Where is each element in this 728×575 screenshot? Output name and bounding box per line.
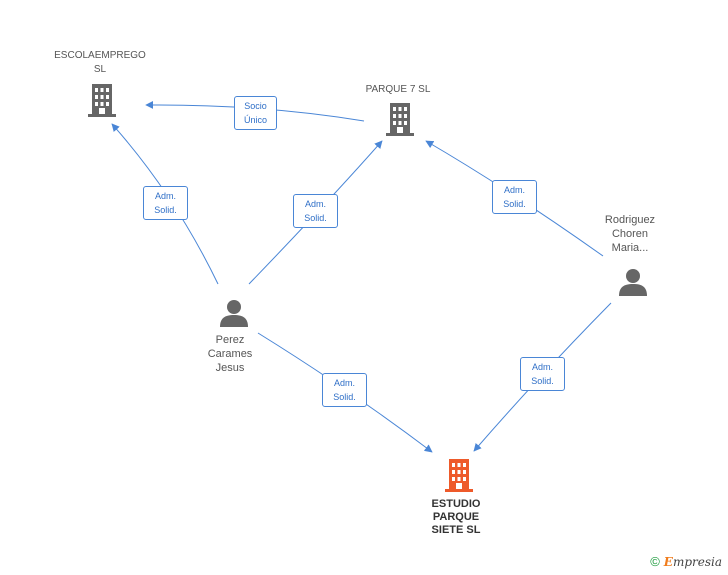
- rodriguez-label[interactable]: Rodriguez Choren Maria...: [604, 214, 656, 254]
- empresia-logo[interactable]: Empresia: [663, 554, 722, 569]
- parque7-building-icon[interactable]: [384, 103, 416, 142]
- copyright-footer: © Empresia: [650, 554, 722, 569]
- perez-person-icon[interactable]: [219, 298, 249, 333]
- edge-label-adm-solid: Adm. Solid.: [143, 186, 188, 220]
- parque7-label[interactable]: PARQUE 7 SL: [365, 84, 431, 95]
- escolaemprego-building-icon[interactable]: [86, 84, 118, 123]
- perez-label[interactable]: Perez Carames Jesus: [207, 334, 253, 374]
- escolaemprego-label[interactable]: ESCOLAEMPREGO SL: [54, 50, 146, 75]
- edge-label-adm-solid: Adm. Solid.: [520, 357, 565, 391]
- edge-label-adm-solid: Adm. Solid.: [492, 180, 537, 214]
- edge-label-socio-unico: Socio Único: [234, 96, 277, 130]
- estudio-building-icon[interactable]: [443, 459, 475, 498]
- copyright-symbol: ©: [650, 554, 660, 569]
- edge-label-adm-solid: Adm. Solid.: [293, 194, 338, 228]
- edge-label-adm-solid: Adm. Solid.: [322, 373, 367, 407]
- estudio-label[interactable]: ESTUDIO PARQUE SIETE SL: [431, 498, 481, 536]
- rodriguez-person-icon[interactable]: [618, 267, 648, 302]
